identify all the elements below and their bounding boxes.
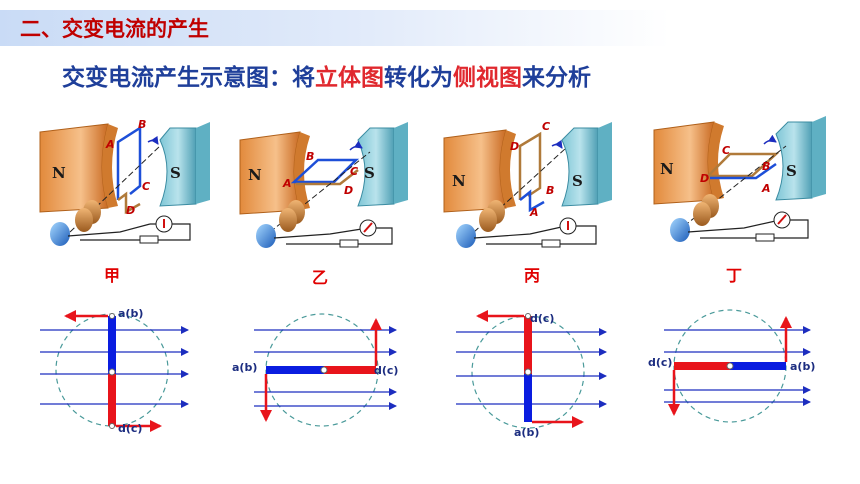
- subtitle-part-3: 来分析: [522, 65, 591, 91]
- bottom-end-label: d(c): [118, 422, 142, 435]
- corner-a: A: [282, 177, 292, 190]
- slide-subtitle: 交变电流产生示意图：将立体图转化为侧视图来分析: [62, 58, 591, 92]
- side-view-jia: a(b) d(c): [40, 307, 189, 435]
- north-pole-label: N: [52, 164, 66, 182]
- corner-c: C: [142, 180, 150, 193]
- caption-bing: 丙: [524, 266, 541, 285]
- corner-b: B: [306, 150, 314, 163]
- right-end-label: d(c): [374, 364, 398, 377]
- corner-a: A: [761, 182, 771, 195]
- generator-3d-bing: N S D C B A: [443, 120, 612, 248]
- corner-d: D: [700, 172, 709, 185]
- section-title: 二、交变电流的产生: [20, 17, 209, 41]
- side-view-bing: d(c) a(b): [456, 310, 607, 439]
- generator-3d-jia: N S A B C D: [39, 118, 210, 246]
- subtitle-part-1: 交变电流产生示意图：将: [62, 65, 315, 91]
- corner-b: B: [138, 118, 146, 131]
- section-header-bar: [0, 10, 670, 46]
- corner-a: A: [529, 206, 539, 219]
- north-pole-label: N: [452, 172, 466, 190]
- corner-b: B: [762, 160, 770, 173]
- south-pole-label: S: [572, 172, 583, 190]
- subtitle-part-2: 转化为: [384, 65, 453, 91]
- top-end-label: a(b): [118, 307, 143, 320]
- south-pole-label: S: [170, 164, 181, 182]
- subtitle-highlight-1: 立体图: [315, 65, 384, 91]
- corner-d: D: [344, 184, 353, 197]
- corner-b: B: [546, 184, 554, 197]
- caption-ding: 丁: [726, 266, 743, 285]
- right-end-label: a(b): [790, 360, 815, 373]
- caption-yi: 乙: [312, 268, 329, 287]
- subtitle-highlight-2: 侧视图: [453, 65, 522, 91]
- caption-jia: 甲: [104, 266, 121, 285]
- south-pole-label: S: [786, 162, 797, 180]
- left-end-label: a(b): [232, 361, 257, 374]
- side-view-ding: d(c) a(b): [648, 309, 815, 423]
- corner-c: C: [350, 165, 358, 178]
- corner-d: D: [510, 140, 519, 153]
- generator-3d-ding: N S D C B A: [653, 116, 826, 242]
- generator-3d-yi: N S A B C D: [239, 122, 408, 248]
- corner-c: C: [542, 120, 550, 133]
- north-pole-label: N: [660, 160, 674, 178]
- side-view-yi: a(b) d(c): [232, 313, 398, 427]
- corner-a: A: [105, 138, 115, 151]
- south-pole-label: S: [364, 164, 375, 182]
- top-end-label: d(c): [530, 312, 554, 325]
- corner-c: C: [722, 144, 730, 157]
- bottom-end-label: a(b): [514, 426, 539, 439]
- left-end-label: d(c): [648, 356, 672, 369]
- north-pole-label: N: [248, 166, 262, 184]
- corner-d: D: [126, 204, 135, 217]
